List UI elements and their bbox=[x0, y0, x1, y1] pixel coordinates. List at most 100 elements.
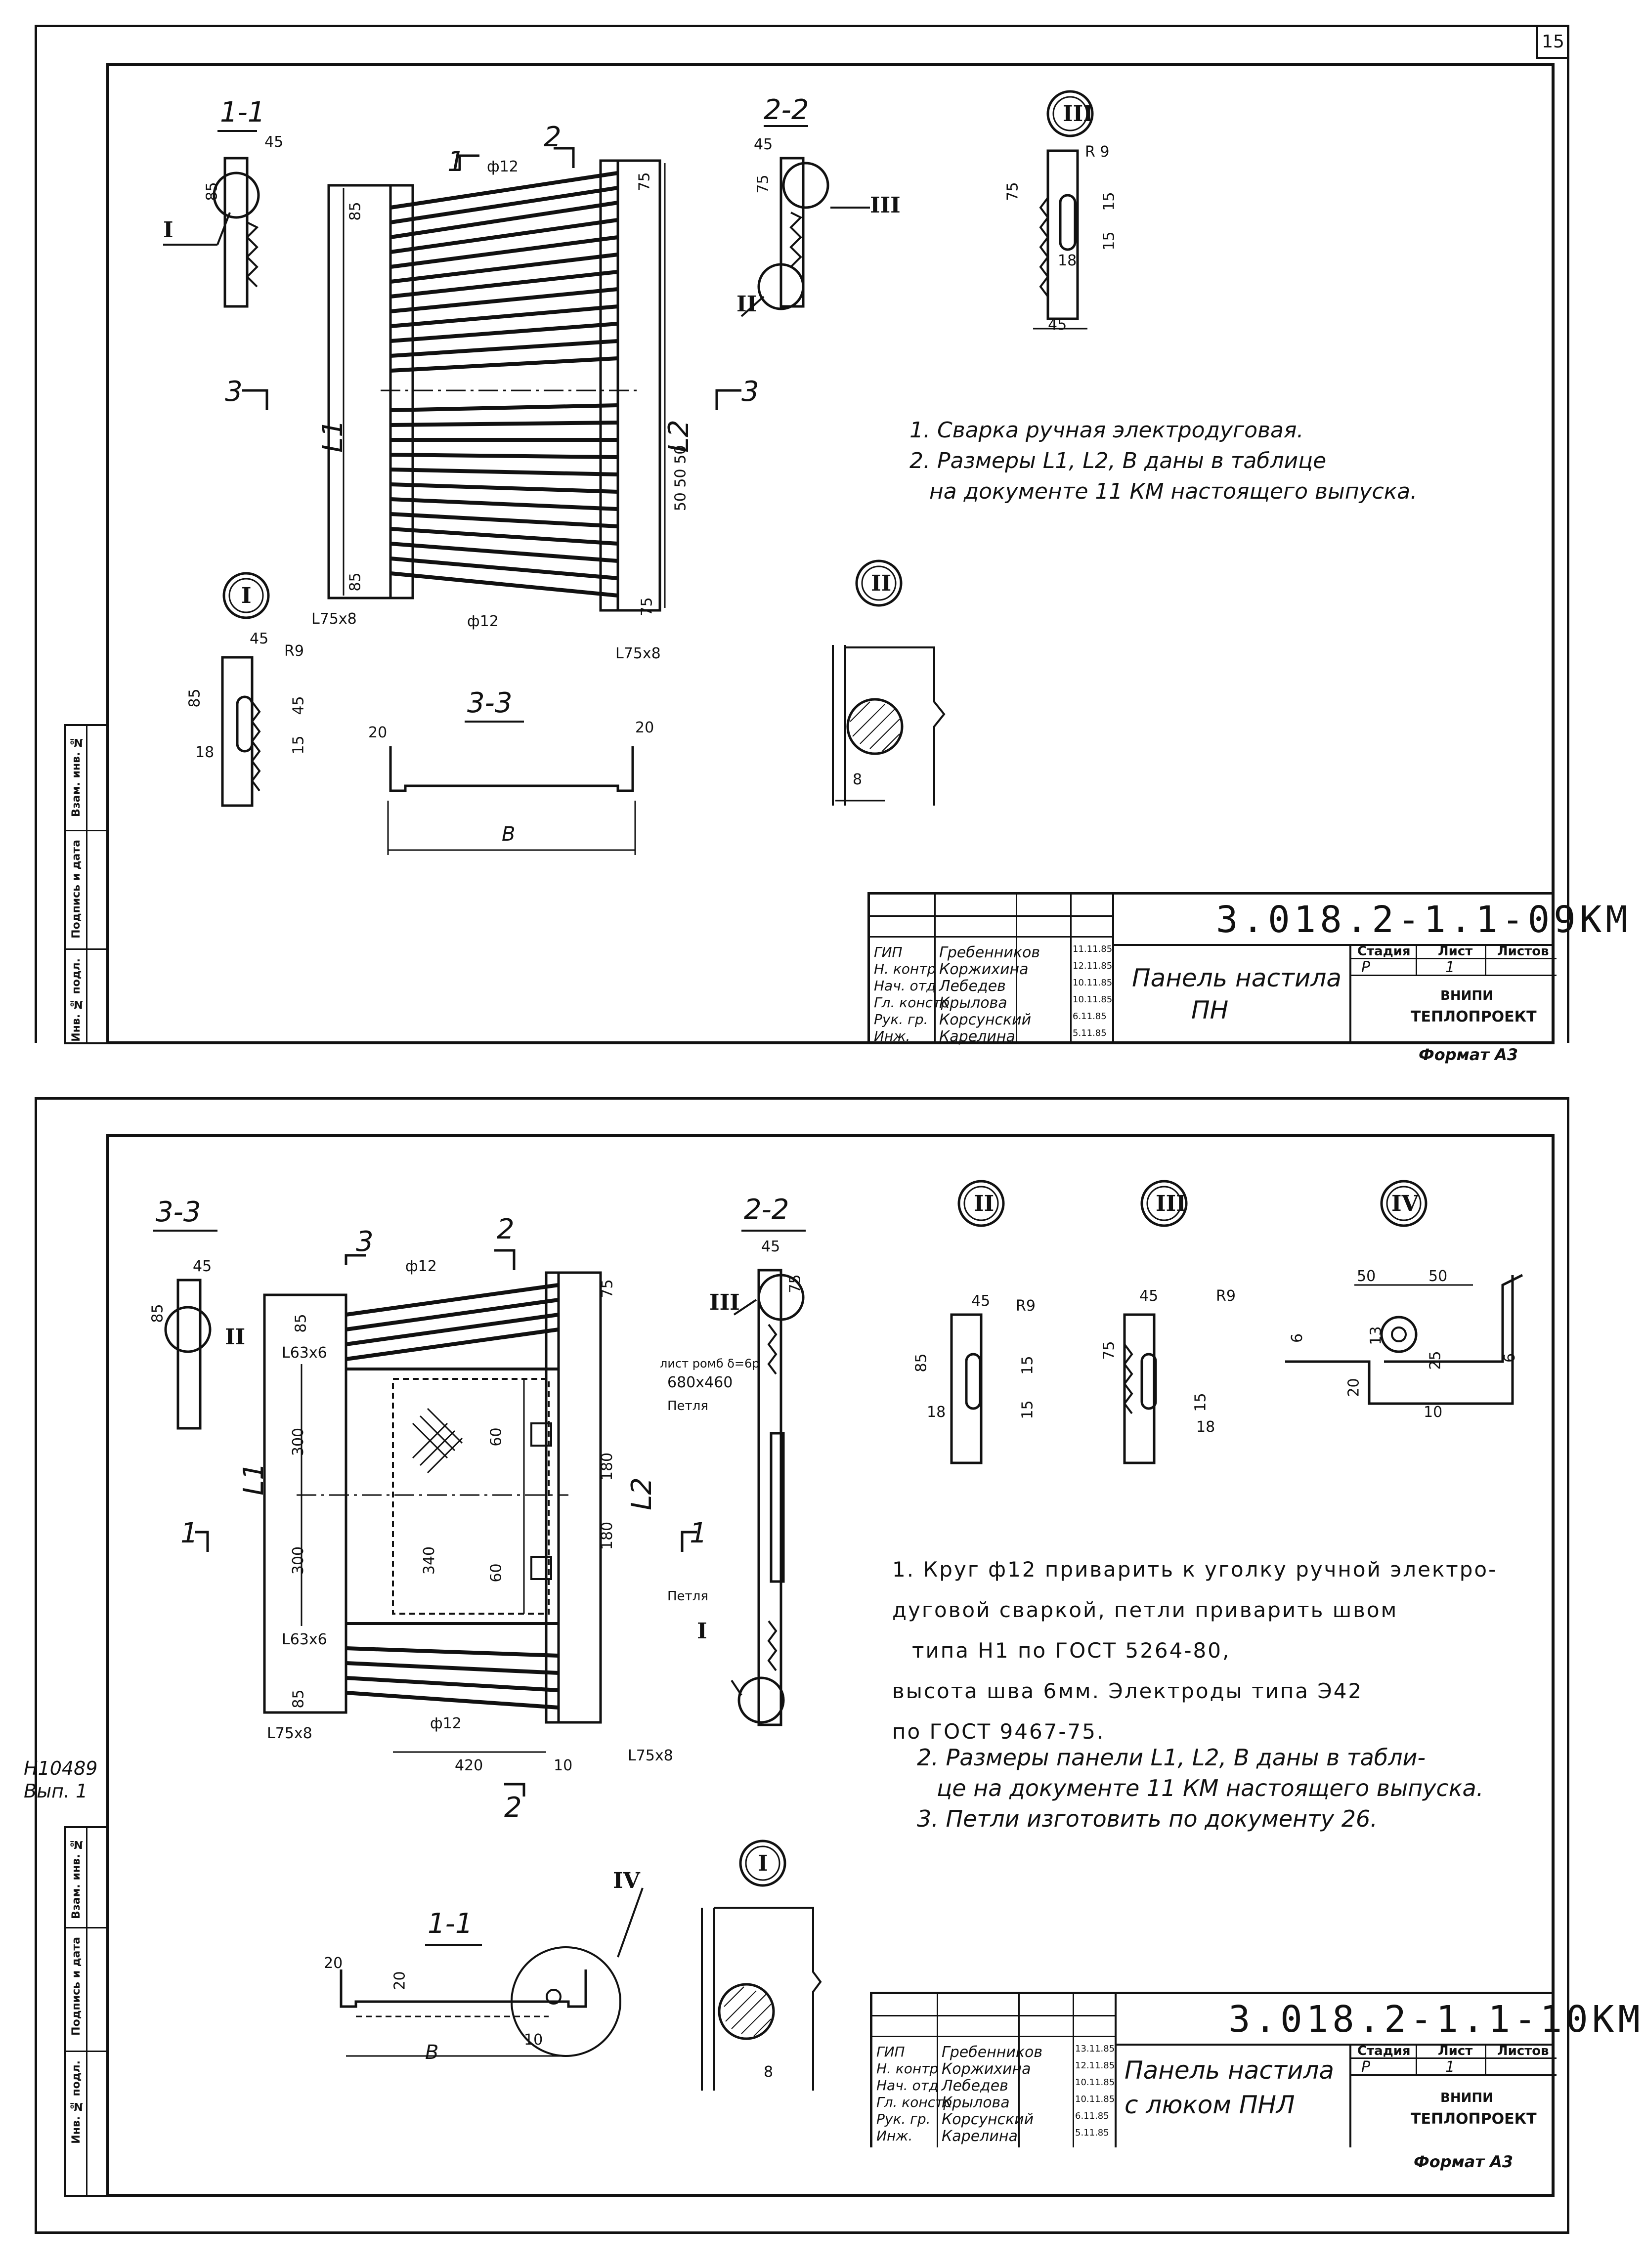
s2-dim-85a: 85 bbox=[149, 1304, 167, 1323]
s2-row-role: Нач. отд bbox=[876, 2077, 939, 2094]
s1-section-3-3: 3-3 bbox=[467, 687, 513, 719]
s2-dim-L1: L1 bbox=[237, 1462, 270, 1496]
s2-dim-L75b: L75x8 bbox=[628, 1747, 673, 1764]
sheet-2-border bbox=[35, 1097, 1569, 2234]
s2-dim-85d: 85 bbox=[912, 1353, 930, 1372]
side-stamp-2a: Инв. № подл. bbox=[70, 2060, 83, 2144]
s1-org-1: ВНИПИ bbox=[1440, 988, 1493, 1003]
s1-dim-phi12a: ф12 bbox=[487, 158, 519, 175]
s1-row-role: ГИП bbox=[874, 944, 903, 960]
s2-loop-2: Петля bbox=[667, 1589, 708, 1604]
s1-row-name: Лебедев bbox=[939, 978, 1006, 995]
s2-dim-180b: 180 bbox=[599, 1521, 616, 1550]
s1-dim-20a: 20 bbox=[368, 724, 388, 741]
s1-row-role: Гл. констр bbox=[874, 994, 950, 1011]
s1-dim-B: B bbox=[502, 823, 516, 846]
s2-note-6: 2. Размеры панели L1, L2, B даны в табли… bbox=[917, 1744, 1426, 1771]
s1-dim-18a: 18 bbox=[1058, 252, 1077, 269]
s2-row-date: 5.11.85 bbox=[1075, 2128, 1109, 2138]
s2-arrow-3: 3 bbox=[356, 1226, 374, 1258]
s2-row-name: Корсунский bbox=[942, 2111, 1034, 2128]
s2-col-sheets: Листов bbox=[1497, 2044, 1549, 2058]
s1-row-role: Рук. гр. bbox=[874, 1011, 928, 1027]
s2-dim-85c: 85 bbox=[290, 1689, 307, 1709]
s2-row-date: 6.11.85 bbox=[1075, 2111, 1109, 2121]
s2-label-I: I bbox=[697, 1619, 707, 1644]
s1-detail-label-III: III bbox=[870, 193, 901, 218]
s2-dim-10b: 10 bbox=[1424, 1404, 1443, 1421]
s1-row-role: Нач. отд bbox=[874, 978, 936, 994]
side-stamp-2c: Взам. инв. № bbox=[70, 1838, 83, 1919]
s1-note-1: 1. Сварка ручная электродуговая. bbox=[909, 418, 1304, 443]
s1-row-date: 10.11.85 bbox=[1073, 978, 1113, 988]
s2-note-3: типа Н1 по ГОСТ 5264-80, bbox=[912, 1638, 1231, 1663]
s2-detail-III-circle: III bbox=[1156, 1191, 1186, 1216]
s2-dim-15c: 15 bbox=[1192, 1393, 1210, 1412]
s2-dim-18b: 18 bbox=[1196, 1418, 1215, 1436]
s2-dim-6b: 6 bbox=[1501, 1353, 1519, 1363]
s1-dim-85c: 85 bbox=[346, 572, 364, 592]
s2-note-1: 1. Круг ф12 приварить к уголку ручной эл… bbox=[892, 1557, 1498, 1582]
s2-label-III: III bbox=[709, 1290, 740, 1315]
s2-dim-75a: 75 bbox=[599, 1279, 616, 1298]
margin-note: Н10489 Вып. 1 bbox=[24, 1757, 97, 1802]
s1-row-name: Карелина bbox=[939, 1028, 1015, 1045]
s1-dim-8: 8 bbox=[853, 771, 863, 788]
s1-row-name: Коржихина bbox=[939, 961, 1029, 978]
side-stamp-b: Подпись и дата bbox=[70, 840, 83, 939]
s1-dim-45b: 45 bbox=[754, 136, 773, 153]
s2-dim-R9a: R9 bbox=[1016, 1297, 1036, 1315]
s1-arrow-3b: 3 bbox=[741, 376, 759, 408]
s1-col-sheet: Лист bbox=[1438, 944, 1473, 959]
s1-dim-85a: 85 bbox=[203, 182, 221, 201]
s1-row-name: Корсунский bbox=[939, 1011, 1032, 1028]
s1-format: Формат А3 bbox=[1419, 1045, 1518, 1064]
s2-hatch: лист ромб δ=6р bbox=[660, 1357, 760, 1370]
s2-sheet: 1 bbox=[1445, 2058, 1455, 2076]
s2-dim-20b: 20 bbox=[324, 1955, 343, 1972]
s2-label-II: II bbox=[225, 1325, 246, 1350]
s1-notes: 1. Сварка ручная электродуговая. 2. Разм… bbox=[909, 415, 1417, 507]
s2-doc-code: 3.018.2-1.1-10КМ bbox=[1228, 1998, 1644, 2041]
s2-arrow-1b: 1 bbox=[690, 1517, 707, 1549]
s1-dim-L75a: L75x8 bbox=[311, 610, 357, 628]
s2-dim-50a: 50 bbox=[1357, 1268, 1376, 1285]
s2-section-1-1: 1-1 bbox=[428, 1908, 473, 1940]
s2-dim-45a: 45 bbox=[193, 1258, 212, 1275]
s1-dim-85d: 85 bbox=[186, 688, 204, 708]
s1-title-2: ПН bbox=[1191, 996, 1229, 1025]
s2-dim-45b: 45 bbox=[761, 1238, 780, 1255]
s2-dim-15a: 15 bbox=[1019, 1356, 1037, 1375]
s1-title-1: Панель настила bbox=[1132, 964, 1342, 992]
s2-row-role: Рук. гр. bbox=[876, 2111, 931, 2127]
s1-col-sheets: Листов bbox=[1497, 944, 1549, 959]
s2-dim-300b: 300 bbox=[290, 1546, 307, 1575]
s1-stage: Р bbox=[1361, 959, 1371, 976]
s1-dim-L1: L1 bbox=[316, 420, 349, 453]
s1-dim-75d: 75 bbox=[1004, 182, 1022, 201]
s2-dim-18a: 18 bbox=[927, 1404, 946, 1421]
s2-notes-b: 2. Размеры панели L1, L2, B даны в табли… bbox=[917, 1742, 1483, 1834]
s2-note-4: высота шва 6мм. Электроды типа Э42 bbox=[892, 1679, 1363, 1703]
s2-note-2: дуговой сваркой, петли приварить швом bbox=[892, 1598, 1398, 1622]
s2-dim-45-II: 45 bbox=[971, 1292, 991, 1310]
s2-arrow-2b: 2 bbox=[504, 1792, 522, 1824]
s2-dim-75b: 75 bbox=[786, 1274, 804, 1293]
s1-arrow-3a: 3 bbox=[225, 376, 243, 408]
s2-dim-60a: 60 bbox=[487, 1427, 505, 1447]
s2-row-name: Карелина bbox=[942, 2128, 1018, 2145]
s2-dim-20c: 20 bbox=[391, 1971, 409, 1990]
s2-row-date: 13.11.85 bbox=[1075, 2044, 1115, 2054]
s2-dim-phi12b: ф12 bbox=[430, 1715, 462, 1732]
s1-detail-II-circle: II bbox=[871, 571, 892, 596]
s2-detail-II-circle: II bbox=[974, 1191, 995, 1216]
s2-label-IV: IV bbox=[613, 1868, 640, 1893]
s2-dim-60b: 60 bbox=[487, 1563, 505, 1583]
s1-dim-75b: 75 bbox=[636, 172, 653, 191]
